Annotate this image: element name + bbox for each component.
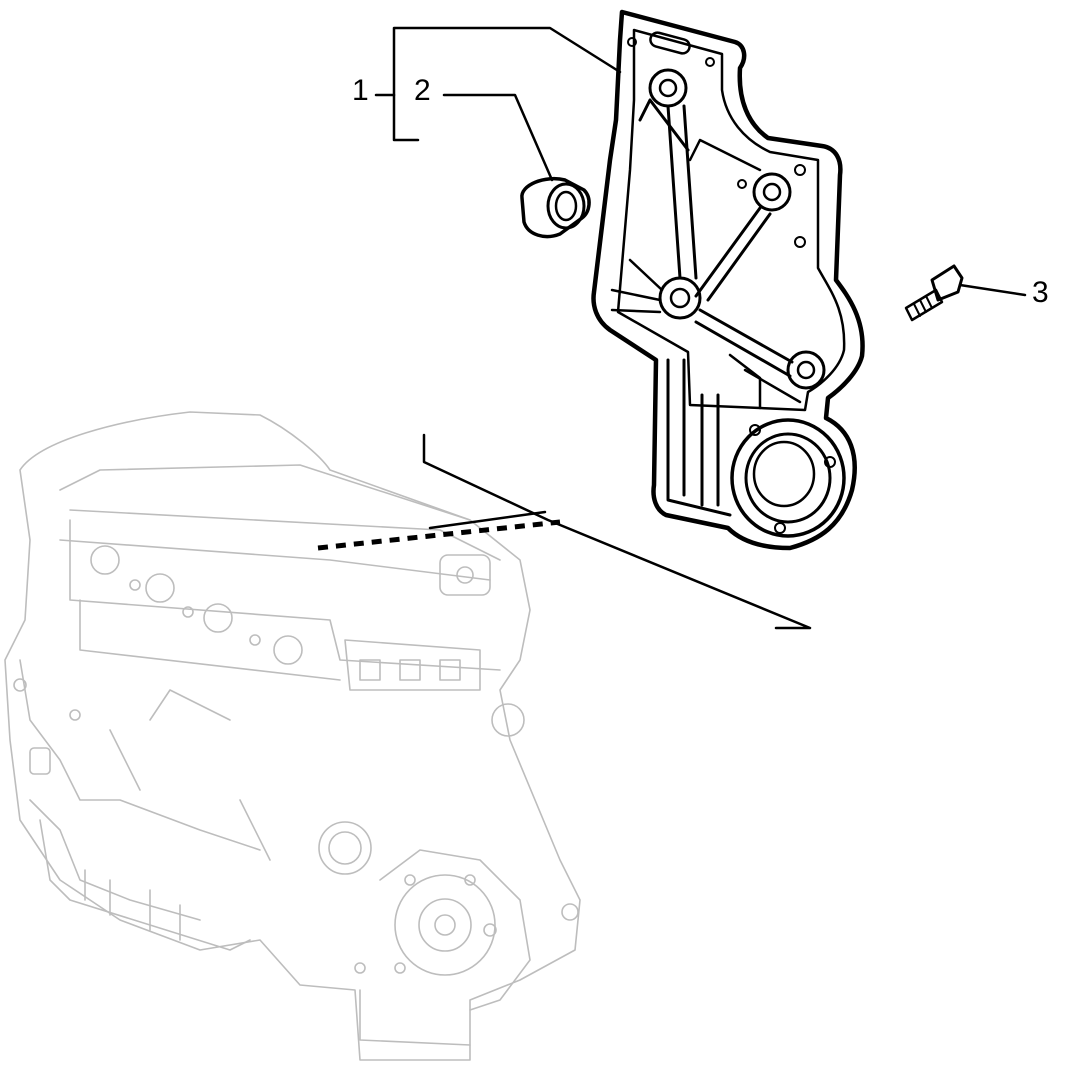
mounting-location-marker [317, 519, 561, 551]
support-bracket [591, 9, 865, 551]
callout-1: 1 [352, 74, 369, 107]
leader-lines [374, 26, 1027, 630]
bushing [520, 177, 591, 239]
bolt [904, 264, 964, 322]
engine-block-ghost [4, 411, 581, 1061]
callout-3: 3 [1032, 276, 1049, 309]
callout-2: 2 [414, 74, 431, 107]
